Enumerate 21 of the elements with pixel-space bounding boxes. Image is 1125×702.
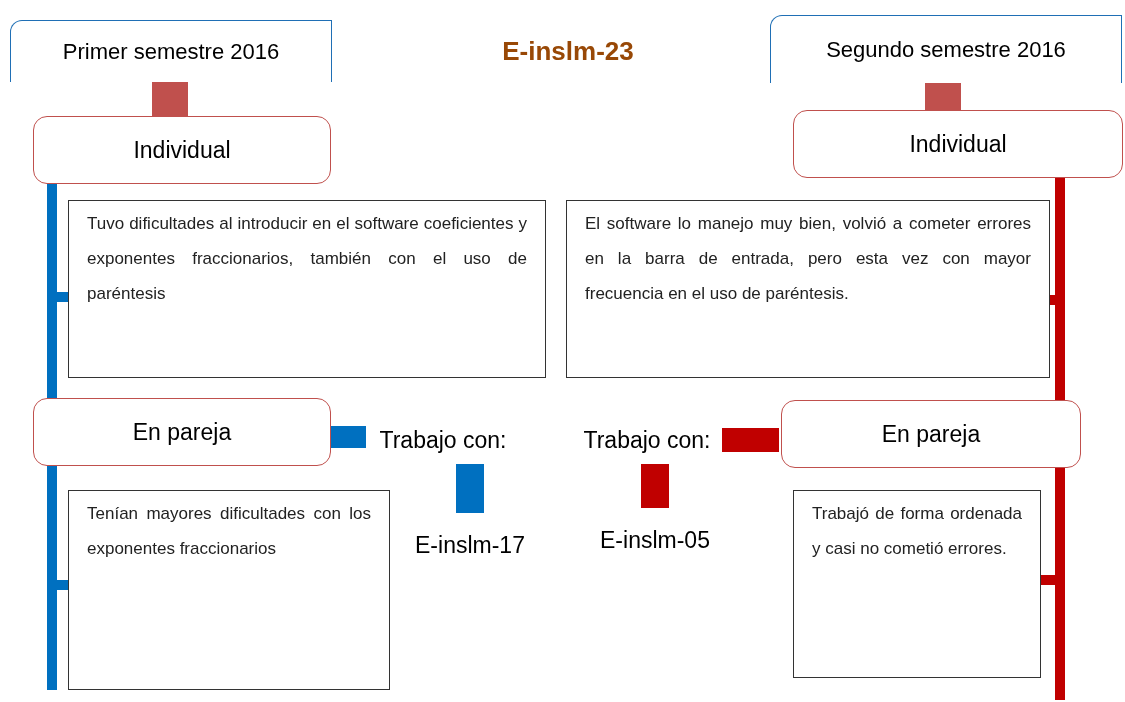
connector	[456, 464, 484, 513]
connector	[152, 82, 188, 116]
connector	[925, 83, 961, 110]
partner-label: Trabajo con:	[368, 422, 518, 458]
diagram-title: E-inslm-23	[501, 36, 635, 67]
note-box: Trabajó de forma ordenada y casi no cometió errores.	[793, 490, 1041, 678]
note-box: Tuvo dificultades al introducir en el software coeficientes y exponentes fraccionarios, también con el uso de paréntesis	[68, 200, 546, 378]
connector	[331, 426, 366, 448]
semester-tab: Primer semestre 2016	[10, 20, 332, 82]
partner-label: E-inslm-17	[400, 527, 540, 563]
category-box: Individual	[33, 116, 331, 184]
note-box: Tenían mayores dificultades con los exponentes fraccionarios	[68, 490, 390, 690]
category-box: En pareja	[33, 398, 331, 466]
semester-tab: Segundo semestre 2016	[770, 15, 1122, 83]
category-box: Individual	[793, 110, 1123, 178]
connector	[641, 464, 669, 508]
partner-label: Trabajo con:	[572, 422, 722, 458]
note-box: El software lo manejo muy bien, volvió a cometer errores en la barra de entrada, pero esta vez con mayor frecuencia en el uso de paréntesis.	[566, 200, 1050, 378]
partner-label: E-inslm-05	[585, 522, 725, 558]
category-box: En pareja	[781, 400, 1081, 468]
connector	[722, 428, 779, 452]
